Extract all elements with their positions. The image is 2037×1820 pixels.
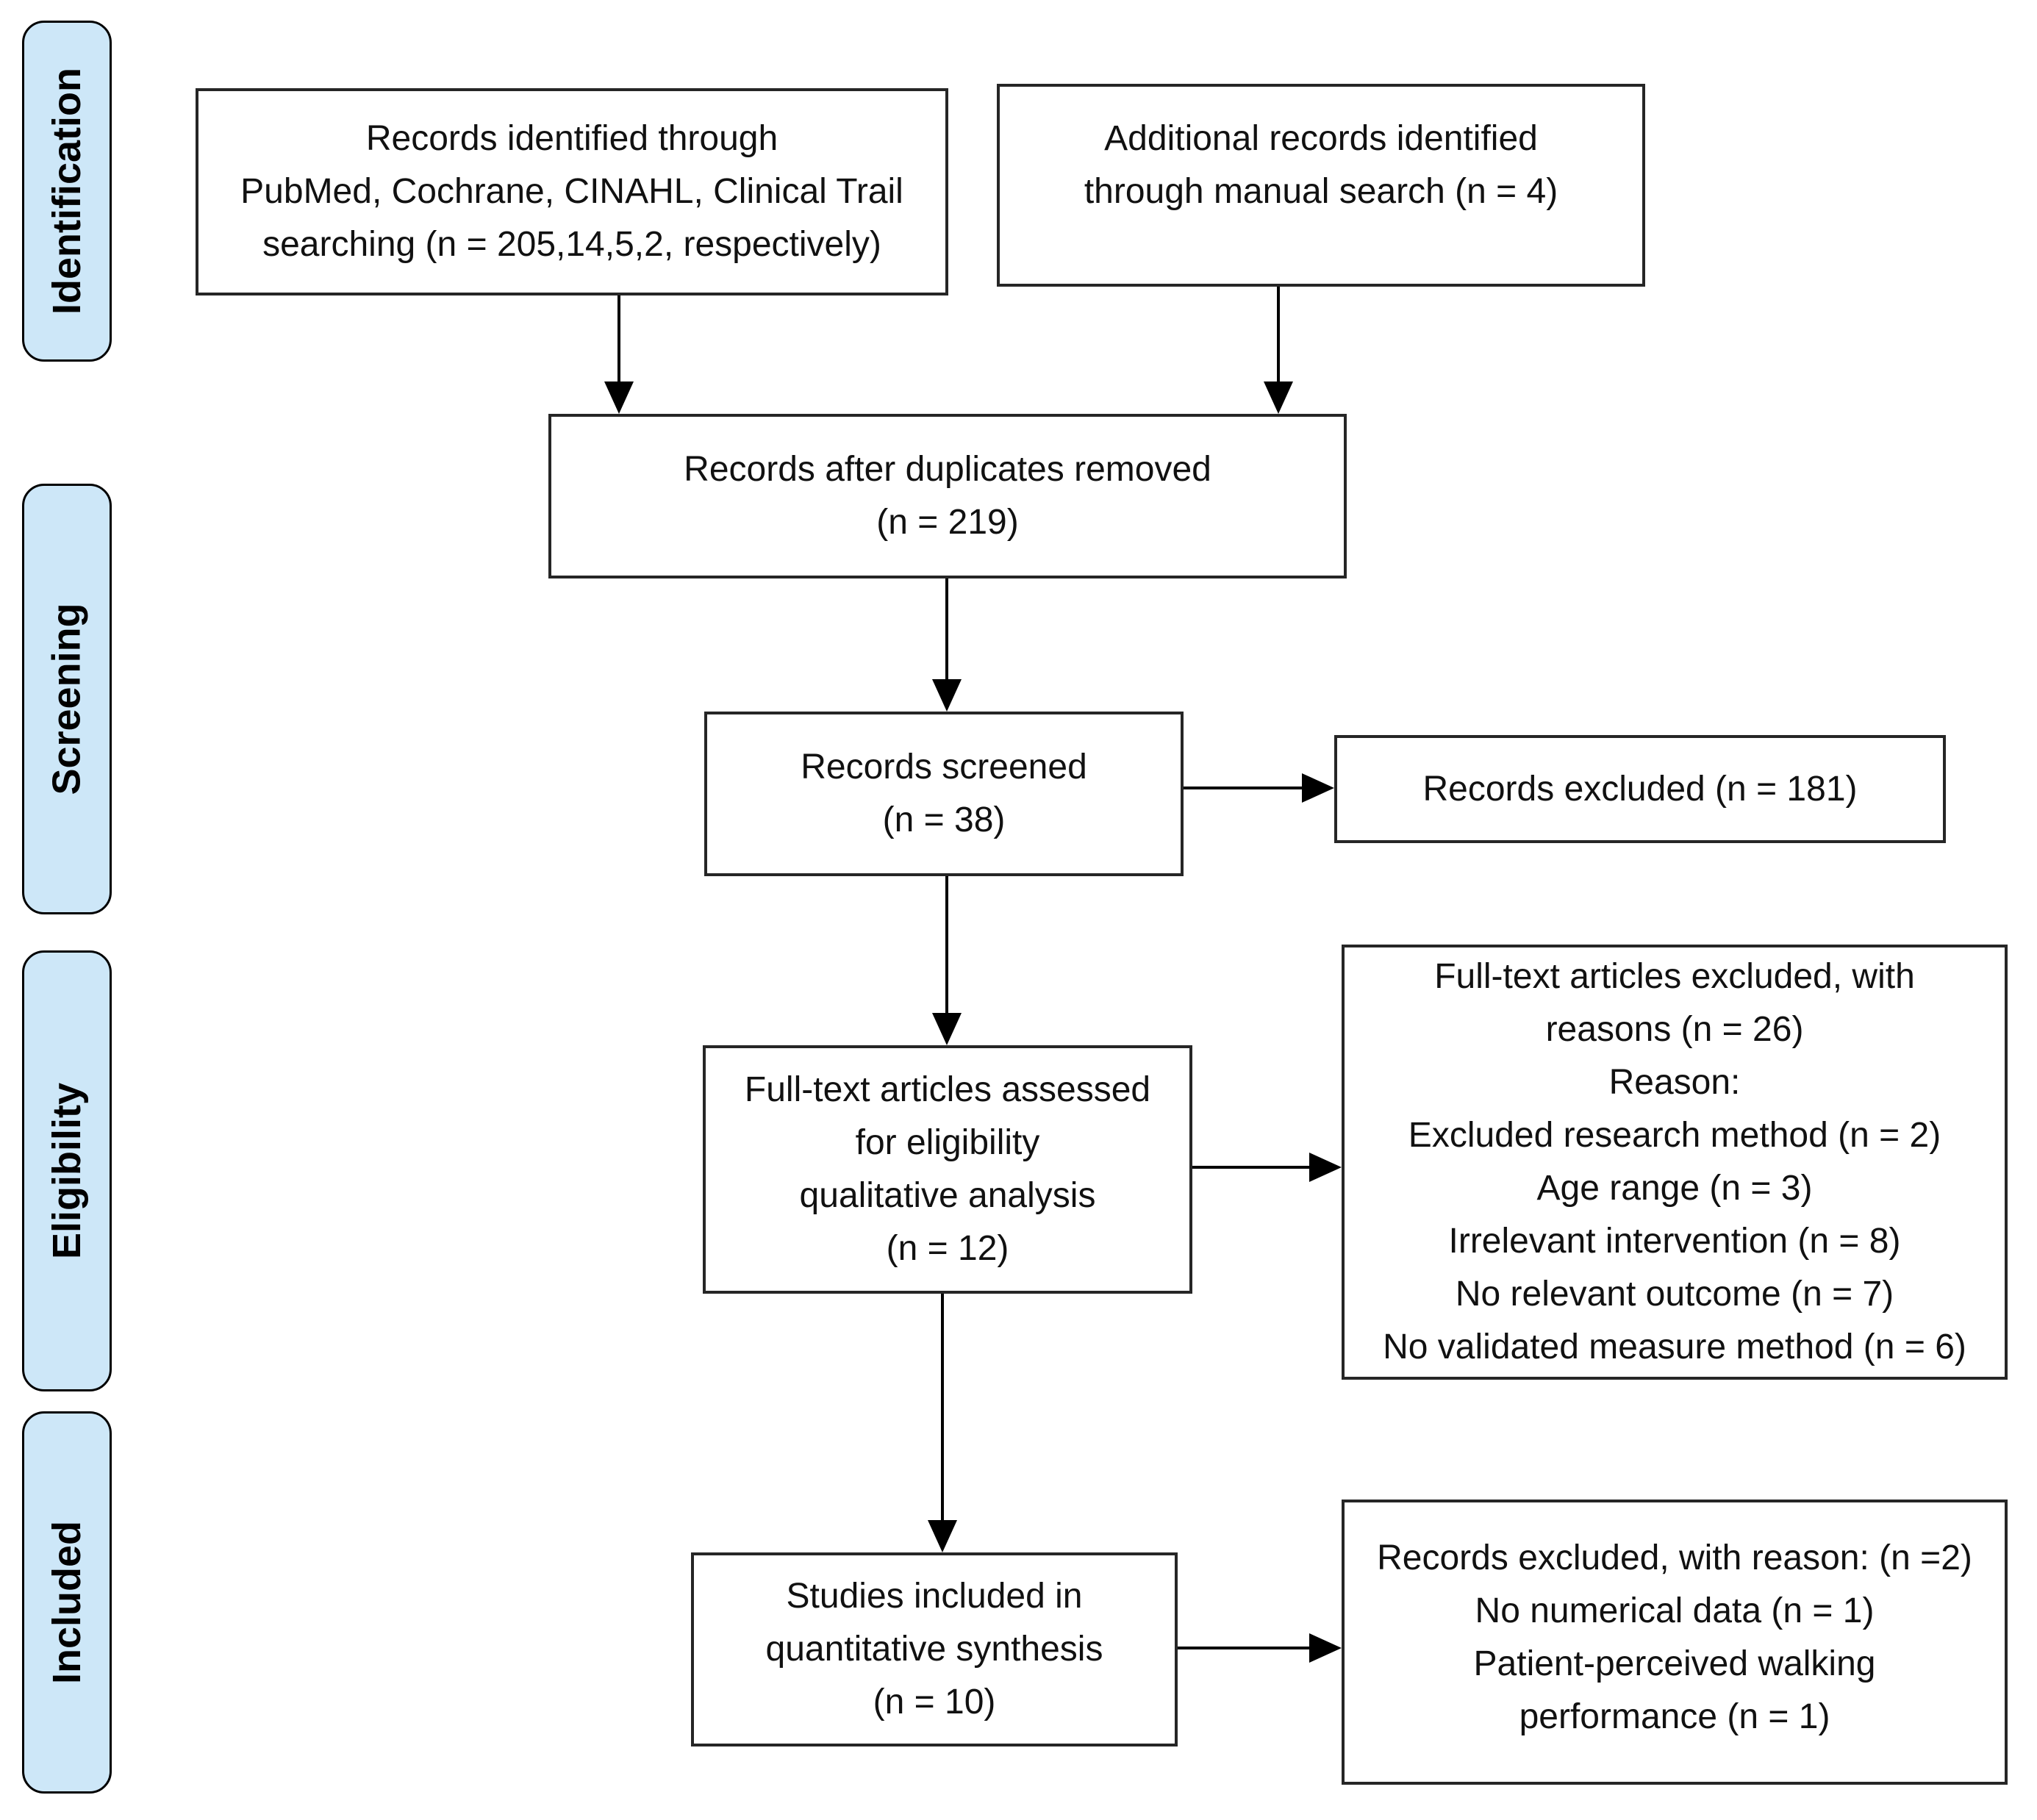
stage-screening-label: Screening xyxy=(45,603,89,795)
box-records-excluded-with-reason-text: Records excluded, with reason: (n =2) No… xyxy=(1377,1538,1972,1736)
box-additional-records: Additional records identified through ma… xyxy=(997,84,1645,287)
arrow-identified-to-duplicates xyxy=(604,295,634,414)
arrow-fulltext-to-reasons xyxy=(1192,1153,1342,1182)
arrow-line xyxy=(1277,287,1280,381)
arrowhead-right-icon xyxy=(1309,1153,1342,1182)
box-additional-records-text: Additional records identified through ma… xyxy=(1084,119,1558,211)
stage-eligibility-label: Eligibility xyxy=(45,1082,89,1260)
box-records-excluded-with-reason: Records excluded, with reason: (n =2) No… xyxy=(1342,1500,2008,1785)
box-records-identified: Records identified through PubMed, Cochr… xyxy=(196,88,948,295)
arrow-studies-to-excluded xyxy=(1178,1633,1342,1663)
arrowhead-right-icon xyxy=(1302,773,1334,803)
stage-identification-label: Identification xyxy=(45,68,89,315)
arrow-additional-to-duplicates xyxy=(1264,287,1293,414)
stage-screening: Screening xyxy=(22,484,112,914)
arrowhead-down-icon xyxy=(604,381,634,414)
box-fulltext-excluded-reasons-text: Full-text articles excluded, with reason… xyxy=(1383,957,1966,1366)
arrowhead-right-icon xyxy=(1309,1633,1342,1663)
box-duplicates-removed: Records after duplicates removed (n = 21… xyxy=(548,414,1347,578)
box-studies-included-text: Studies included in quantitative synthes… xyxy=(765,1577,1103,1722)
stage-eligibility: Eligibility xyxy=(22,950,112,1391)
arrow-screened-to-fulltext xyxy=(932,876,962,1045)
box-fulltext-assessed-text: Full-text articles assessed for eligibil… xyxy=(744,1070,1151,1268)
arrow-line xyxy=(945,876,948,1013)
arrow-screened-to-excluded xyxy=(1184,773,1334,803)
arrowhead-down-icon xyxy=(928,1520,957,1552)
box-records-excluded-text: Records excluded (n = 181) xyxy=(1422,769,1858,809)
arrow-line xyxy=(941,1294,944,1520)
box-fulltext-excluded-reasons: Full-text articles excluded, with reason… xyxy=(1342,945,2008,1380)
stage-included-label: Included xyxy=(45,1520,90,1685)
box-duplicates-removed-text: Records after duplicates removed (n = 21… xyxy=(684,450,1211,542)
arrow-line xyxy=(945,578,948,679)
arrow-line xyxy=(617,295,620,381)
arrowhead-down-icon xyxy=(932,679,962,712)
arrowhead-down-icon xyxy=(932,1013,962,1045)
stage-included: Included xyxy=(22,1411,112,1794)
box-records-identified-text: Records identified through PubMed, Cochr… xyxy=(240,119,903,264)
stage-identification: Identification xyxy=(22,21,112,362)
box-fulltext-assessed: Full-text articles assessed for eligibil… xyxy=(703,1045,1192,1294)
arrow-line xyxy=(1192,1166,1309,1169)
box-records-screened-text: Records screened (n = 38) xyxy=(801,748,1087,839)
arrow-fulltext-to-studies xyxy=(928,1294,957,1552)
arrow-duplicates-to-screened xyxy=(932,578,962,712)
box-records-screened: Records screened (n = 38) xyxy=(704,712,1184,876)
box-studies-included: Studies included in quantitative synthes… xyxy=(691,1552,1178,1746)
arrow-line xyxy=(1184,787,1302,789)
arrow-line xyxy=(1178,1647,1309,1649)
box-records-excluded: Records excluded (n = 181) xyxy=(1334,735,1946,843)
arrowhead-down-icon xyxy=(1264,381,1293,414)
